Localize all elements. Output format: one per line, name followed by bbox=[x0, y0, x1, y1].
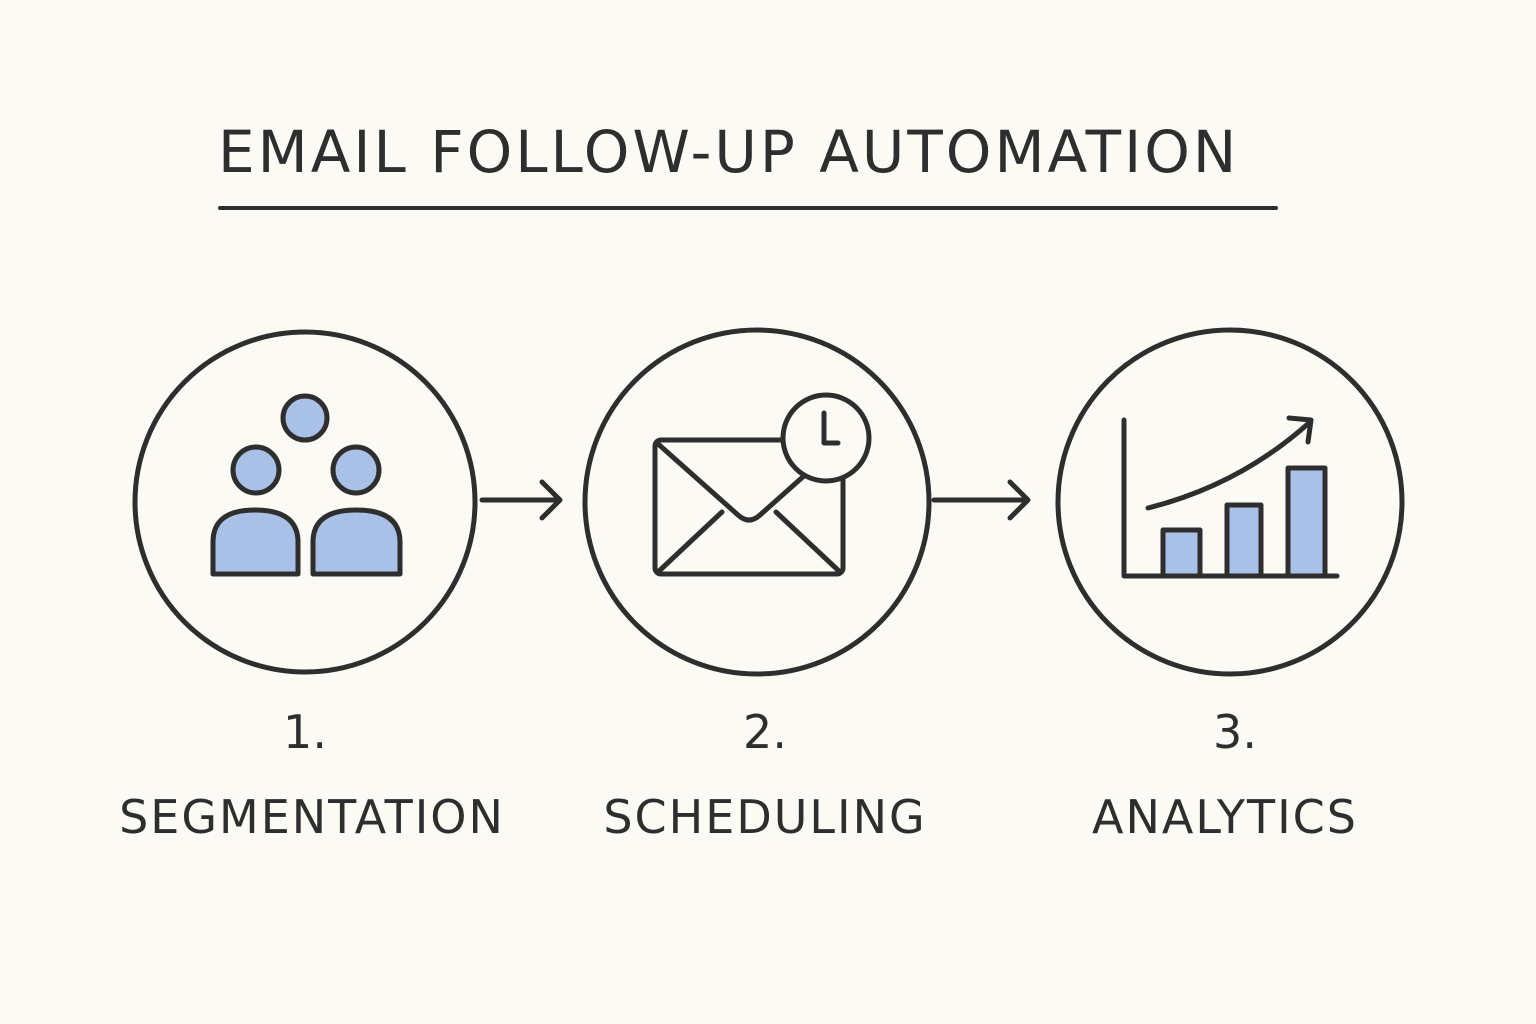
title-underline bbox=[218, 206, 1278, 210]
diagram-title: EMAIL FOLLOW-UP AUTOMATION bbox=[218, 118, 1240, 186]
arrow-1-to-2 bbox=[479, 479, 563, 521]
step-2-circle bbox=[582, 327, 932, 677]
arrow-2-to-3 bbox=[931, 479, 1031, 521]
step-2-label: SCHEDULING bbox=[603, 790, 927, 844]
step-1-number: 1. bbox=[283, 705, 327, 759]
email-clock-icon bbox=[652, 392, 872, 577]
step-1-circle bbox=[132, 329, 478, 675]
step-3-number: 3. bbox=[1213, 705, 1257, 759]
people-group-icon bbox=[210, 393, 403, 577]
step-3-label: ANALYTICS bbox=[1092, 790, 1358, 844]
bar-chart-trend-icon bbox=[1121, 415, 1340, 579]
step-2-number: 2. bbox=[743, 705, 787, 759]
step-1-label: SEGMENTATION bbox=[119, 790, 505, 844]
step-3-circle bbox=[1055, 327, 1405, 677]
